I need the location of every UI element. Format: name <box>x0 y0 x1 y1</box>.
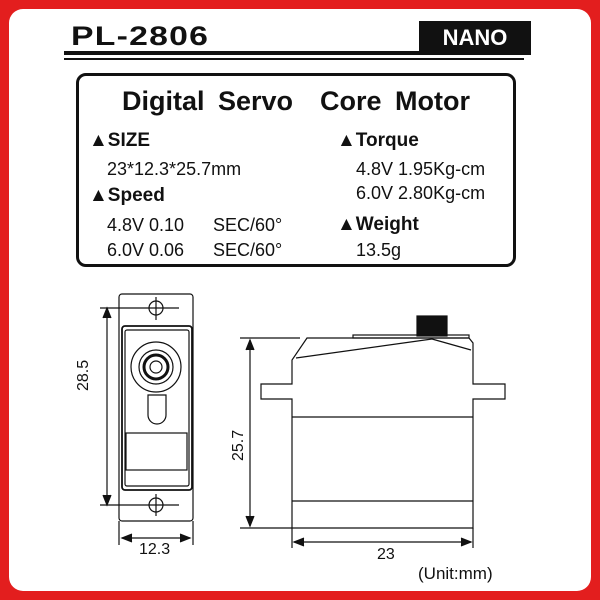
weight-label: ▲Weight <box>337 214 419 235</box>
unit-note: (Unit:mm) <box>418 564 493 583</box>
spec-title: Digital Servo Core Motor <box>121 86 471 116</box>
speed-row-1-unit: SEC/60° <box>213 215 283 235</box>
speed-row-2-voltage: 6.0V 0.06 <box>107 240 185 260</box>
header-rule-thin <box>64 58 524 60</box>
front-height-dimension: 28.5 <box>75 359 92 391</box>
nano-badge: NANO <box>419 21 531 55</box>
speed-row-2-unit: SEC/60° <box>213 240 283 260</box>
torque-row-2: 6.0V 2.80Kg-cm <box>356 183 486 203</box>
weight-value: 13.5g <box>356 240 402 260</box>
front-view <box>100 293 194 545</box>
side-width-dimension: 23 <box>377 546 395 563</box>
front-width-dimension: 12.3 <box>139 541 171 558</box>
torque-label: ▲Torque <box>337 130 419 151</box>
gear-spline-icon <box>130 341 182 393</box>
spec-sheet: PL-2806 NANO Digital Servo Core Motor ▲S… <box>9 9 591 591</box>
size-value: 23*12.3*25.7mm <box>107 159 242 179</box>
torque-row-1: 4.8V 1.95Kg-cm <box>356 159 486 179</box>
spec-box: Digital Servo Core Motor ▲SIZE 23*12.3*2… <box>76 73 516 267</box>
speed-row-1-voltage: 4.8V 0.10 <box>107 215 185 235</box>
size-label: ▲SIZE <box>89 130 151 151</box>
header-rule <box>64 51 524 55</box>
side-view <box>240 315 506 548</box>
output-spline <box>416 315 448 337</box>
servo-drawing <box>100 293 506 548</box>
model-number: PL-2806 <box>71 21 210 51</box>
side-height-dimension: 25.7 <box>230 429 247 461</box>
speed-label: ▲Speed <box>89 185 165 206</box>
